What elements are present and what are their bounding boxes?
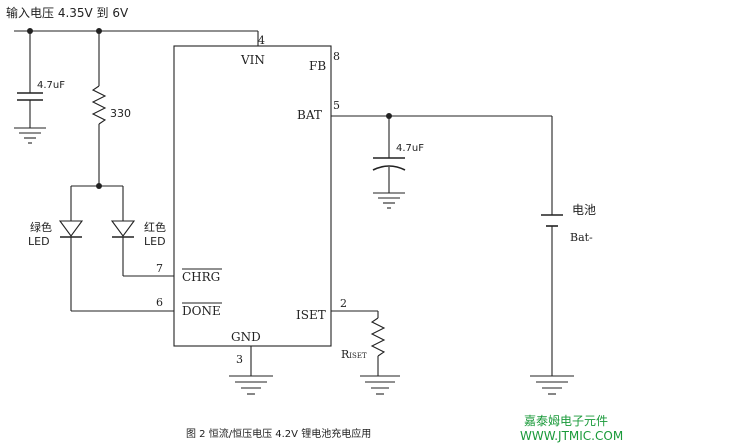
- pin-chrg-label: CHRG: [182, 270, 220, 284]
- pin-5-number: 5: [333, 99, 340, 112]
- iset-resistor: [331, 310, 386, 376]
- battery-label: 电池: [572, 203, 596, 217]
- output-capacitor-label: 4.7uF: [396, 143, 424, 154]
- ground-symbol: [530, 375, 574, 395]
- pin-7-number: 7: [156, 262, 163, 275]
- input-capacitor-label: 4.7uF: [37, 80, 65, 91]
- watermark-line2: WWW.JTMIC.COM: [520, 429, 623, 443]
- pin-bat-label: BAT: [297, 108, 322, 122]
- watermark-line1: 嘉泰姆电子元件: [524, 414, 608, 428]
- pin-done-label: DONE: [182, 304, 221, 318]
- input-capacitor: [17, 31, 43, 128]
- input-voltage-label: 输入电压 4.35V 到 6V: [6, 5, 129, 20]
- pin-8-number: 8: [333, 50, 340, 63]
- led-resistor: [91, 31, 107, 186]
- pin-6-number: 6: [156, 296, 163, 309]
- green-led-label-line1: 绿色: [30, 220, 52, 234]
- pin-iset-label: ISET: [296, 308, 326, 322]
- led-resistor-label: 330: [110, 107, 131, 120]
- red-led-label-line1: 红色: [144, 220, 166, 234]
- ground-symbol: [14, 127, 46, 144]
- pin-2-number: 2: [340, 297, 347, 310]
- pin-4-number: 4: [258, 34, 265, 47]
- ground-symbol: [229, 375, 273, 395]
- charger-ic: [173, 45, 332, 347]
- green-led: [58, 186, 84, 311]
- green-led-label-line2: LED: [28, 235, 50, 248]
- pin-vin-label: VIN: [240, 53, 265, 67]
- red-led: [110, 186, 136, 276]
- battery-sub-label: Bat-: [570, 231, 593, 244]
- battery: [541, 116, 563, 376]
- pin-gnd-label: GND: [231, 330, 261, 344]
- pin-3-number: 3: [236, 353, 243, 366]
- ground-symbol: [360, 375, 400, 395]
- pin-fb-label: FB: [309, 59, 326, 73]
- riset-label: RISET: [341, 348, 367, 361]
- figure-caption: 图 2 恒流/恒压电压 4.2V 锂电池充电应用: [186, 427, 371, 440]
- ground-symbol: [373, 192, 405, 209]
- output-capacitor: [372, 116, 406, 193]
- red-led-label-line2: LED: [144, 235, 166, 248]
